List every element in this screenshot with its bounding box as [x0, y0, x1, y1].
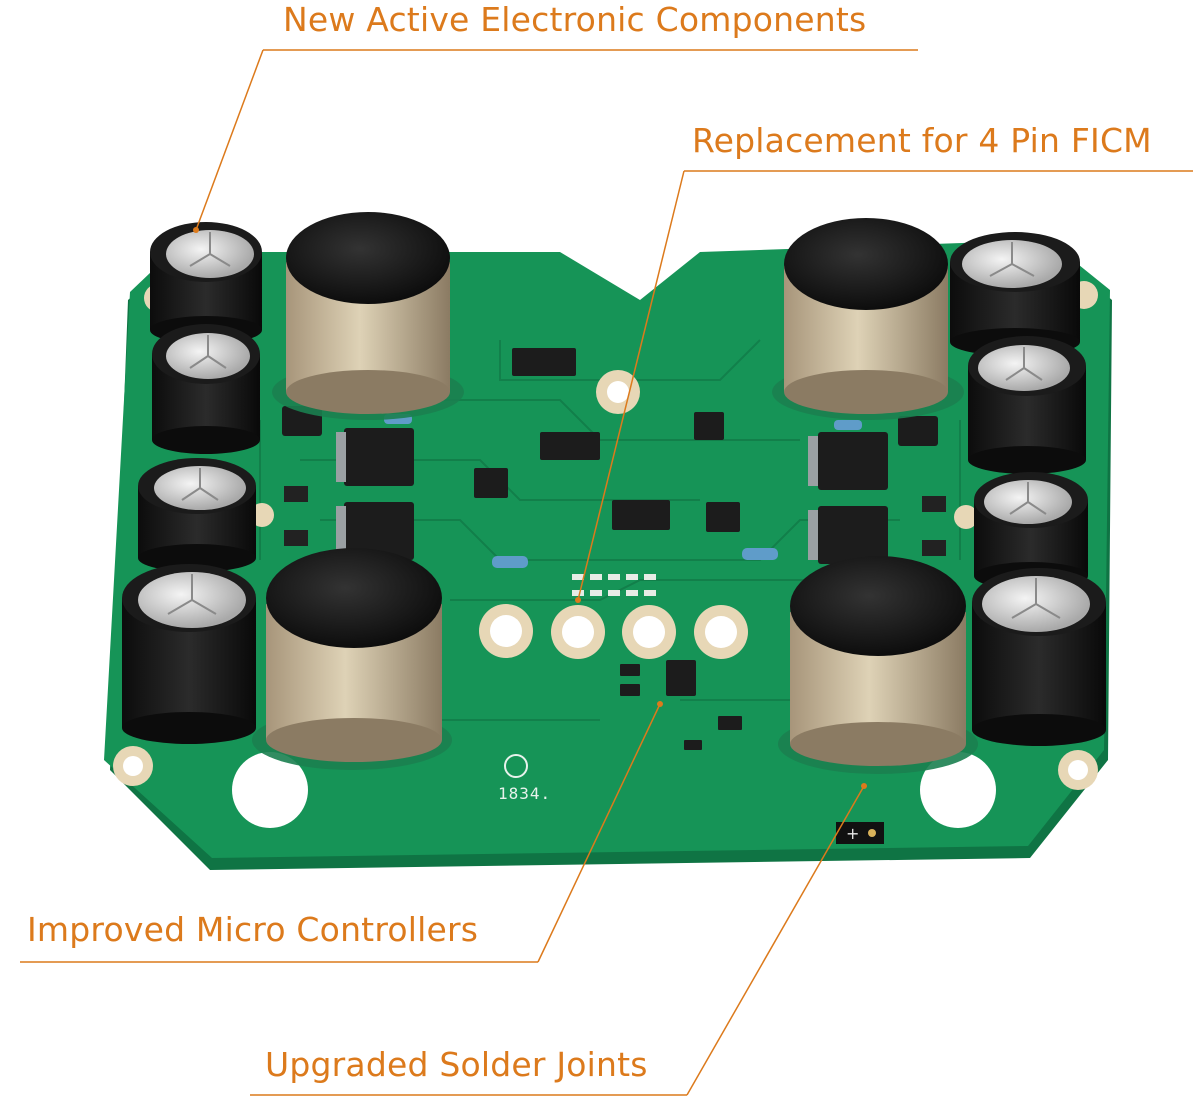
leader-line-a: [195, 49, 264, 231]
resistors: [284, 414, 946, 568]
leader-line-b: [577, 170, 685, 601]
capacitor-right-3: [974, 472, 1088, 590]
connector-polarity-mark: +: [846, 824, 859, 843]
four-pin-connector-pads: [479, 604, 748, 659]
coil-inductor-bottom-left: [266, 548, 442, 762]
capacitor-left-3: [138, 458, 256, 572]
capacitor-left-4: [122, 564, 256, 744]
board-date-code: 1834.: [498, 784, 551, 803]
callout-improved-micro-controllers: Improved Micro Controllers: [27, 910, 479, 949]
callout-replacement-for-4-pin-ficm: Replacement for 4 Pin FICM: [692, 121, 1152, 160]
capacitor-right-4: [972, 568, 1106, 746]
polarity-connector: [836, 822, 884, 844]
leader-line-c: [537, 703, 661, 963]
callout-new-active-electronic-components: New Active Electronic Components: [283, 0, 867, 39]
coil-inductor-bottom-right: [790, 556, 966, 766]
capacitor-left-2: [152, 324, 260, 454]
pb-free-logo: [504, 754, 528, 778]
smd-components: [282, 348, 938, 750]
leader-line-d: [686, 785, 865, 1096]
coil-inductor-top-left: [286, 212, 450, 414]
mosfet-tabs: [336, 432, 818, 560]
coil-inductor-top-right: [784, 218, 948, 414]
callout-leaders: [20, 49, 1193, 1096]
capacitor-vent-marks: [167, 232, 1061, 619]
small-pad-row: [572, 574, 656, 596]
capacitor-right-2: [968, 336, 1086, 474]
callout-upgraded-solder-joints: Upgraded Solder Joints: [265, 1045, 648, 1084]
